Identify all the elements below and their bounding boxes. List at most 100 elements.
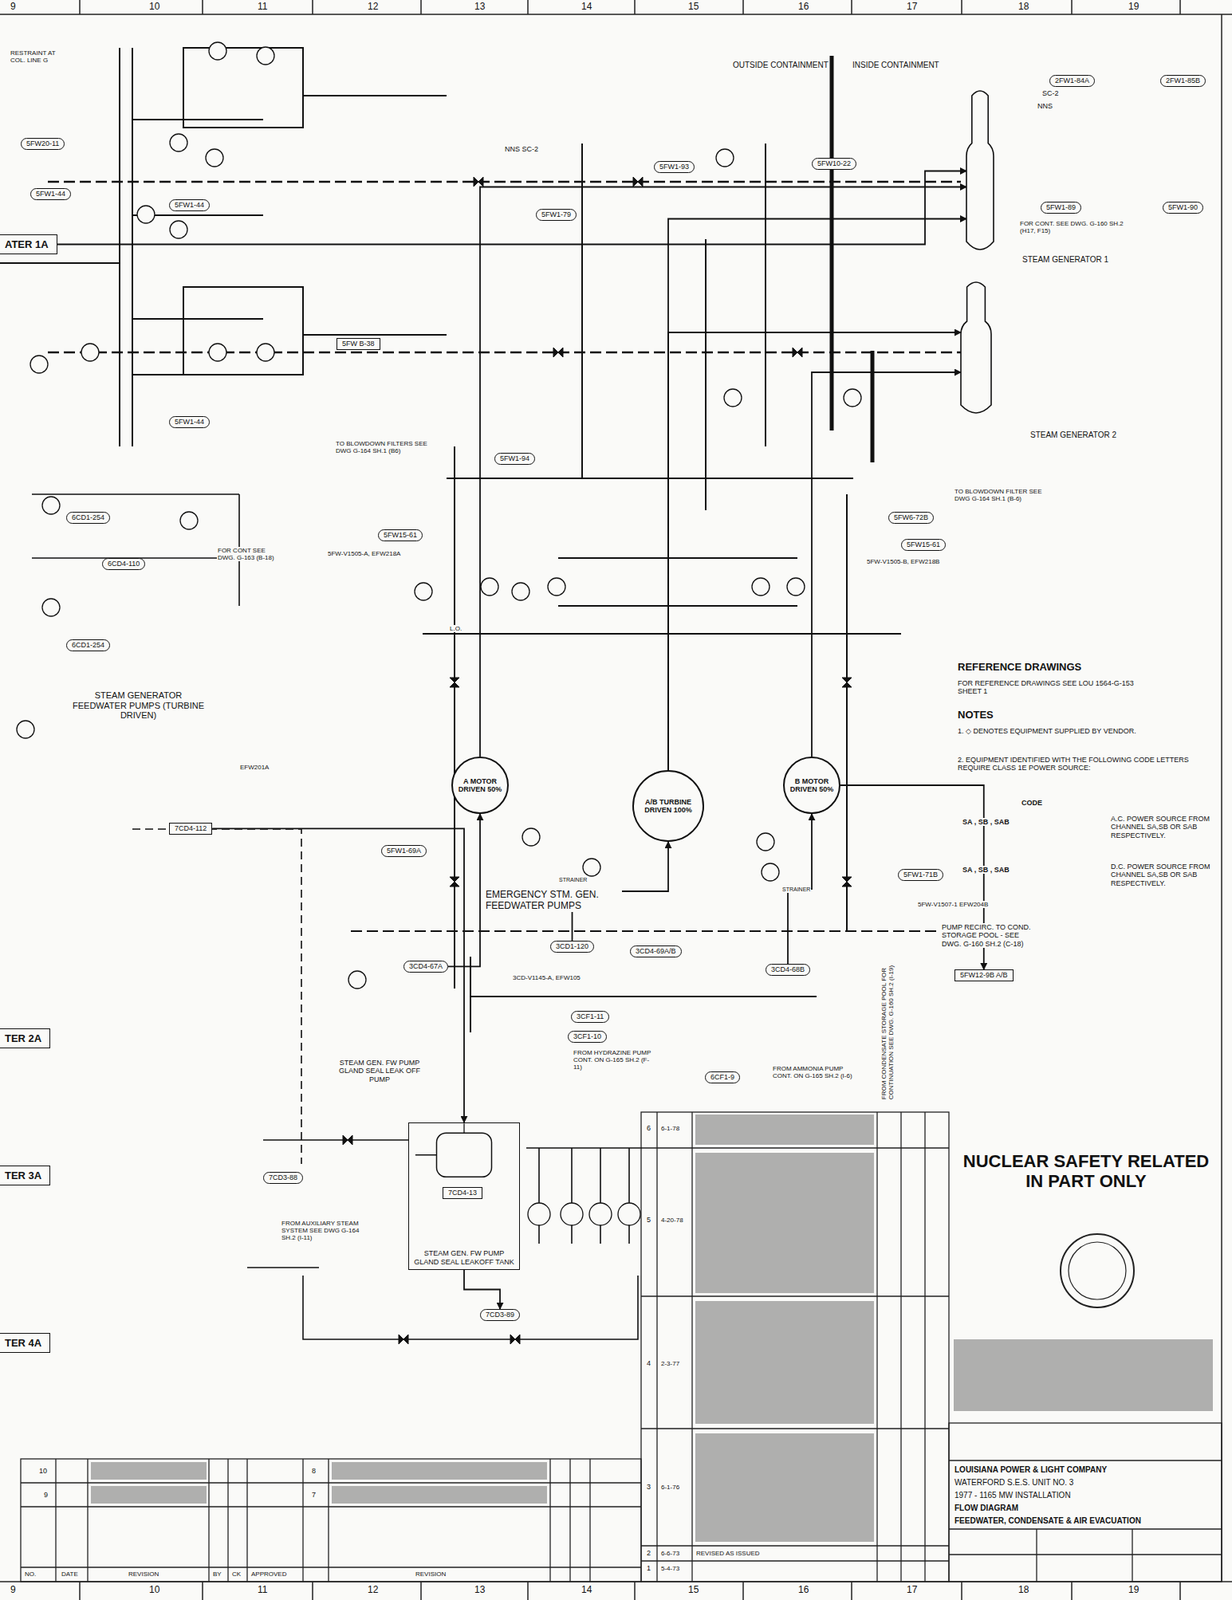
feedwater-piping-part xyxy=(470,956,817,1033)
node-text: A MOTOR DRIVEN 50% xyxy=(457,777,503,795)
instrument-bubbles-part xyxy=(617,1203,641,1226)
table-header: REVISION xyxy=(127,1570,160,1579)
heater-box: TER 2A xyxy=(0,1028,51,1049)
line-tag: 5FW15-61 xyxy=(901,539,946,552)
pipe-connector xyxy=(57,171,967,245)
feedwater-piping-part xyxy=(422,633,902,635)
instrument-bubbles-part xyxy=(756,833,775,851)
continuation-note: TO BLOWDOWN FILTER SEE DWG G-164 SH.1 (B… xyxy=(953,488,1044,503)
continuation-note: FROM CONDENSATE STORAGE POOL FOR CONTINU… xyxy=(880,939,895,1101)
valve-symbols-part xyxy=(553,347,563,358)
instrument-bubbles-part xyxy=(547,578,566,596)
instrument-bubbles-part xyxy=(787,578,805,596)
revision-date: 6-1-76 xyxy=(660,1483,681,1492)
tank-nozzle xyxy=(415,1123,465,1155)
instrument-bubbles-part xyxy=(582,858,601,877)
continuation-note: FROM HYDRAZINE PUMP CONT. ON G-165 SH.2 … xyxy=(572,1049,658,1072)
grid-number: 12 xyxy=(366,1,379,13)
equipment-label: STEAM GEN. FW PUMP GLAND SEAL LEAK OFF P… xyxy=(334,1058,425,1084)
valve-symbols-part xyxy=(449,877,460,887)
line-tag: 5FW1-69A xyxy=(381,845,427,858)
steam-generator: STEAM GENERATOR 1 xyxy=(966,89,994,253)
feedwater-piping-part xyxy=(558,558,798,607)
equipment-title: STEAM GENERATOR 2 xyxy=(1028,430,1118,440)
illegible-revision-text-part xyxy=(331,1486,548,1504)
illegible-revision-text-part xyxy=(953,1339,1213,1412)
vessel-shell xyxy=(960,282,992,414)
node-text: 5FW1-71B xyxy=(903,870,938,880)
instrument-bubbles-part xyxy=(716,149,734,167)
table-header: DATE xyxy=(60,1570,79,1579)
condensate-piping xyxy=(0,494,642,1350)
grid-number: 13 xyxy=(473,1585,486,1597)
instrument-bubbles-part xyxy=(256,47,275,65)
grid-number: 14 xyxy=(580,1,593,13)
line-tag: 3CD4-69A/B xyxy=(629,945,682,958)
grid-number: 14 xyxy=(580,1585,593,1597)
strainer-label: STRAINER xyxy=(558,877,588,884)
note-text: A.C. POWER SOURCE FROM CHANNEL SA,SB OR … xyxy=(1109,814,1220,840)
continuation-note: FROM AUXILIARY STEAM SYSTEM SEE DWG G-16… xyxy=(280,1220,363,1243)
vessel-shell xyxy=(966,90,994,250)
class-code: NNS xyxy=(1036,102,1054,111)
line-tag: 7CD3-88 xyxy=(263,1172,304,1185)
feedwater-piping-part xyxy=(446,477,854,480)
node-text: ATER 1A xyxy=(4,238,49,251)
region-label: OUTSIDE CONTAINMENT xyxy=(732,60,830,71)
instrument-bubbles-part xyxy=(761,863,780,882)
feedwater-piping-part xyxy=(350,930,949,933)
safety-stamp: NUCLEAR SAFETY RELATED IN PART ONLY xyxy=(953,1151,1219,1193)
instrument-bubbles-part xyxy=(180,511,198,530)
pipe-connector xyxy=(668,332,961,771)
line-tag: 6CD1-254 xyxy=(66,511,111,524)
pump-symbol: A MOTOR DRIVEN 50% xyxy=(451,756,509,815)
node-text: 3CD4-67A xyxy=(409,962,443,972)
pipe-connector xyxy=(212,828,465,1123)
instrument-bubbles-part xyxy=(522,828,540,847)
title-block-text: FEEDWATER, CONDENSATE & AIR EVACUATION xyxy=(953,1516,1142,1527)
grid-number: 11 xyxy=(256,1,268,13)
instrument-bubbles xyxy=(16,42,862,1226)
instrument-bubbles-part xyxy=(480,578,499,596)
instrument-bubbles-part xyxy=(169,220,188,239)
line-tag: 5FW20-11 xyxy=(20,137,65,150)
revision-number: 1 xyxy=(645,1564,652,1573)
line-tag: 5FW1-90 xyxy=(1162,201,1204,214)
node-text: TER 2A xyxy=(4,1032,42,1045)
illegible-revision-text-part xyxy=(695,1114,874,1146)
valve-tag: EFW201A xyxy=(239,763,270,772)
feedwater-piping-part xyxy=(47,351,961,354)
line-tag: 5FW1-44 xyxy=(169,199,210,212)
line-tag: 2FW1-85B xyxy=(1160,74,1206,87)
revision-number: 5 xyxy=(645,1216,652,1225)
pipe-connector xyxy=(811,372,961,757)
revision-tables-part xyxy=(641,1148,949,1562)
node-text: 6CD4-110 xyxy=(107,559,140,569)
revision-number: 4 xyxy=(645,1359,652,1368)
valve-symbols-part xyxy=(842,877,852,887)
node-text: 6CD1-254 xyxy=(71,513,105,523)
node-text: 6CF1-9 xyxy=(710,1073,735,1083)
node-text: 7CD4-112 xyxy=(174,824,207,834)
instrument-bubbles-part xyxy=(16,720,35,739)
valve-symbols-part xyxy=(398,1334,409,1345)
illegible-revision-text-part xyxy=(90,1462,207,1480)
grid-number: 10 xyxy=(148,1585,161,1597)
revision-tables xyxy=(20,1112,1222,1583)
revision-date: 6-6-73 xyxy=(660,1550,681,1558)
node-text: 3CF1-10 xyxy=(573,1032,602,1042)
condensate-piping-part xyxy=(526,1147,642,1150)
grid-number: 18 xyxy=(1017,1,1030,13)
instrument-bubbles-part xyxy=(527,1203,551,1226)
feedwater-piping-part xyxy=(47,181,961,183)
grid-number: 13 xyxy=(473,1,486,13)
grid-number: 17 xyxy=(905,1585,918,1597)
valve-tag: 5FW-V1505-A, EFW218A xyxy=(326,550,402,558)
node-text: 5FW15-61 xyxy=(383,531,418,540)
node-text: 5FW1-69A xyxy=(386,846,422,856)
line-tag: 5FW1-93 xyxy=(653,161,695,174)
node-text: TER 4A xyxy=(4,1337,42,1350)
valve-tag: 3CD-V1145-A, EFW105 xyxy=(511,974,582,982)
